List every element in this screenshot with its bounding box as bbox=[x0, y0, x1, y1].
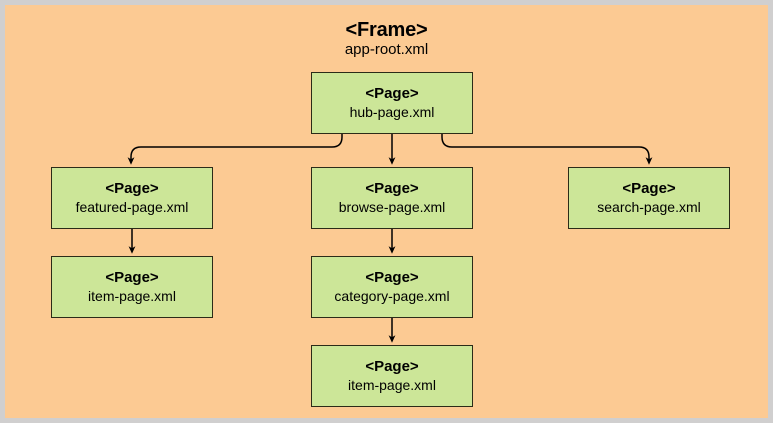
node-type-label: <Page> bbox=[105, 269, 159, 287]
frame-type-label: <Frame> bbox=[345, 19, 428, 41]
node-type-label: <Page> bbox=[365, 358, 419, 376]
frame-file-label: app-root.xml bbox=[344, 41, 429, 58]
node-file-label: browse-page.xml bbox=[338, 199, 446, 216]
node-file-label: item-page.xml bbox=[348, 377, 436, 394]
node-search-page[interactable]: <Page> search-page.xml bbox=[568, 167, 730, 229]
node-file-label: hub-page.xml bbox=[349, 104, 435, 121]
node-category-item-page[interactable]: <Page> item-page.xml bbox=[311, 345, 473, 407]
node-file-label: item-page.xml bbox=[88, 288, 176, 305]
node-type-label: <Page> bbox=[365, 180, 419, 198]
node-type-label: <Page> bbox=[105, 180, 159, 198]
diagram-canvas: <Frame> app-root.xml <Page> hub-page.xml… bbox=[5, 5, 768, 418]
node-type-label: <Page> bbox=[365, 269, 419, 287]
node-featured-item-page[interactable]: <Page> item-page.xml bbox=[51, 256, 213, 318]
node-file-label: featured-page.xml bbox=[75, 199, 189, 216]
node-file-label: search-page.xml bbox=[597, 199, 701, 216]
edge-hub-to-featured bbox=[127, 134, 343, 165]
node-type-label: <Page> bbox=[365, 85, 419, 103]
node-category-page[interactable]: <Page> category-page.xml bbox=[311, 256, 473, 318]
node-browse-page[interactable]: <Page> browse-page.xml bbox=[311, 167, 473, 229]
node-featured-page[interactable]: <Page> featured-page.xml bbox=[51, 167, 213, 229]
node-file-label: category-page.xml bbox=[334, 288, 450, 305]
connector-layer bbox=[127, 134, 653, 343]
node-hub-page[interactable]: <Page> hub-page.xml bbox=[311, 72, 473, 134]
edge-hub-to-search bbox=[441, 134, 653, 165]
node-type-label: <Page> bbox=[622, 180, 676, 198]
